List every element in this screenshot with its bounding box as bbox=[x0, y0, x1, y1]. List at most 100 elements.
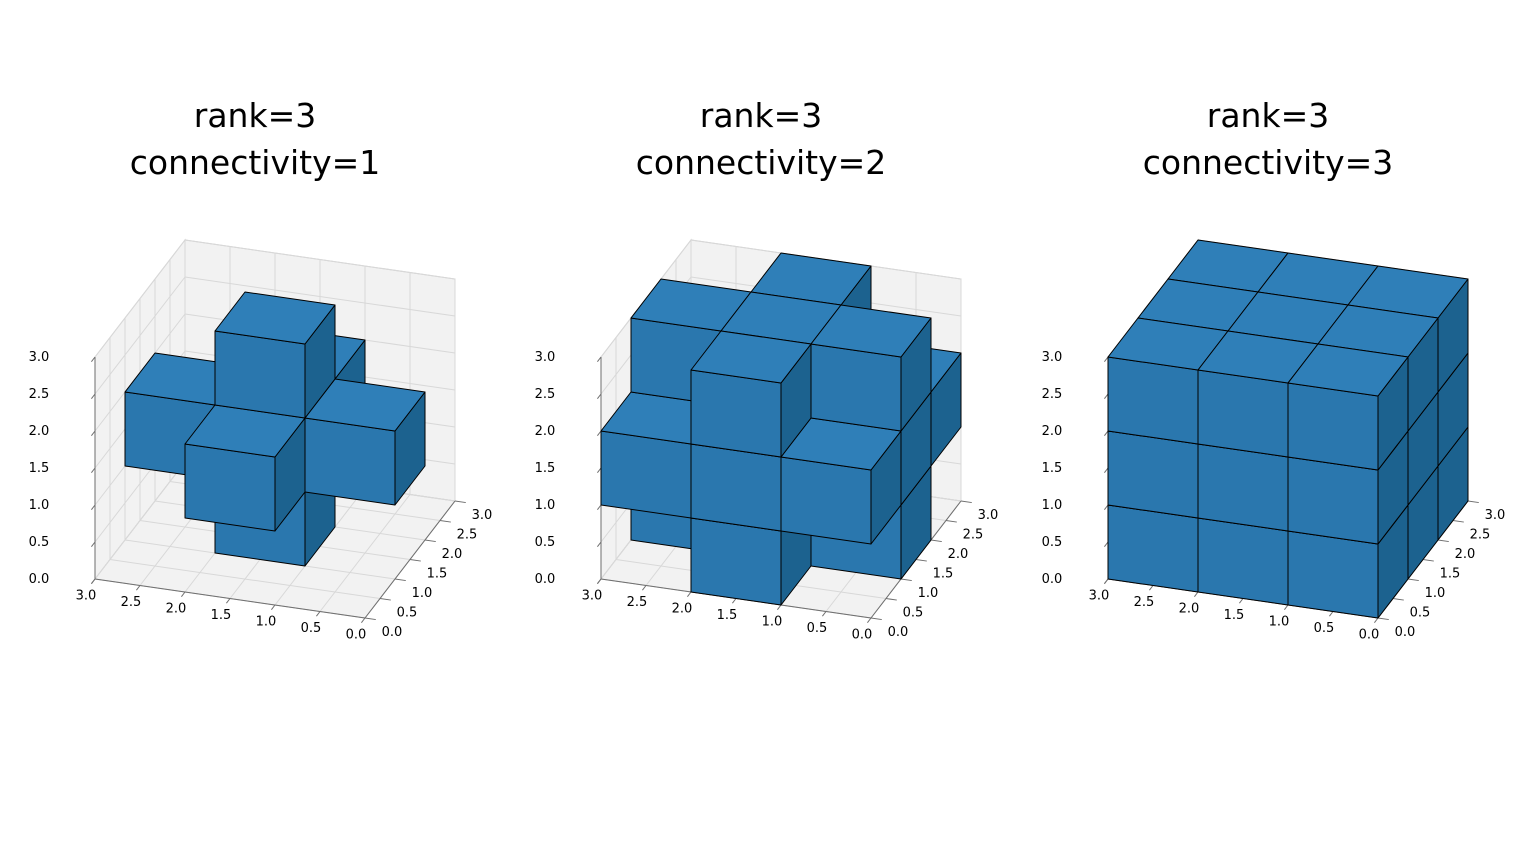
voxels bbox=[124, 291, 426, 567]
x-tick-label: 3.0 bbox=[582, 589, 603, 604]
voxel-face bbox=[1197, 517, 1289, 606]
subplot-connectivity-3: rank=3 connectivity=3 0.0 0.0 0.0 0.5 0.5 0.5… bbox=[1013, 0, 1525, 864]
plot-title-line1: rank=3 bbox=[1206, 96, 1330, 135]
y-tick-label: 1.5 bbox=[1440, 566, 1461, 581]
z-tick-label: 2.5 bbox=[29, 387, 50, 402]
x-tick-label: 0.5 bbox=[301, 621, 322, 636]
y-tick-label: 3.0 bbox=[978, 508, 999, 523]
y-tick-label: 1.5 bbox=[933, 566, 954, 581]
x-tick-label: 1.5 bbox=[1224, 608, 1245, 623]
voxel-face bbox=[1287, 382, 1379, 471]
z-tick-label: 0.5 bbox=[1042, 535, 1063, 550]
y-tick-label: 1.0 bbox=[412, 586, 433, 601]
z-tick-label: 0.5 bbox=[29, 535, 50, 550]
plot-title-line1: rank=3 bbox=[193, 96, 317, 135]
plot-title-line1: rank=3 bbox=[699, 96, 823, 135]
voxel-face bbox=[690, 369, 782, 458]
plot-title-line2: connectivity=3 bbox=[1142, 143, 1394, 182]
y-tick-label: 1.5 bbox=[427, 566, 448, 581]
x-tick-label: 2.5 bbox=[1134, 595, 1155, 610]
x-tick-label: 2.0 bbox=[672, 602, 693, 617]
voxel-face bbox=[184, 443, 276, 532]
y-tick-label: 2.0 bbox=[442, 547, 463, 562]
z-tick-label: 1.5 bbox=[1042, 461, 1063, 476]
x-tick-label: 1.5 bbox=[717, 608, 738, 623]
z-tick-label: 1.0 bbox=[535, 498, 556, 513]
y-tick-label: 0.5 bbox=[903, 605, 924, 620]
y-tick-label: 3.0 bbox=[1485, 508, 1506, 523]
voxel-face bbox=[690, 443, 782, 532]
voxel-face bbox=[304, 417, 396, 506]
voxel-face bbox=[780, 456, 872, 545]
z-tick-label: 0.0 bbox=[535, 572, 556, 587]
voxels bbox=[1107, 239, 1469, 619]
z-tick-label: 1.0 bbox=[1042, 498, 1063, 513]
z-tick-label: 3.0 bbox=[29, 350, 50, 365]
plot-title: rank=3 connectivity=1 bbox=[20, 92, 490, 186]
y-tick-label: 2.0 bbox=[1455, 547, 1476, 562]
tick-labels: 0.0 0.0 0.0 0.5 0.5 0.5 1.0 1.0 1.0 1.5 1.5 1.5 2.0 2… bbox=[1042, 350, 1506, 643]
voxel-face bbox=[1287, 456, 1379, 545]
z-tick-label: 3.0 bbox=[535, 350, 556, 365]
subplot-connectivity-2: rank=3 connectivity=2 0.0 0.0 0.0 0.5 0.5 0.5… bbox=[506, 0, 1018, 864]
voxel-face bbox=[1287, 530, 1379, 619]
voxel-face bbox=[1107, 504, 1199, 593]
voxel-face bbox=[690, 517, 782, 606]
y-tick-label: 0.5 bbox=[397, 605, 418, 620]
plot-title-line2: connectivity=2 bbox=[635, 143, 887, 182]
x-tick-label: 2.5 bbox=[121, 595, 142, 610]
voxel-face bbox=[1287, 343, 1409, 397]
voxel-face bbox=[214, 330, 306, 419]
z-tick-label: 3.0 bbox=[1042, 350, 1063, 365]
x-tick-label: 1.0 bbox=[762, 615, 783, 630]
z-tick-label: 0.0 bbox=[29, 572, 50, 587]
voxel-face bbox=[214, 291, 336, 345]
x-tick-label: 2.0 bbox=[1179, 602, 1200, 617]
z-tick-label: 0.0 bbox=[1042, 572, 1063, 587]
x-tick-label: 0.0 bbox=[1359, 628, 1380, 643]
x-tick-label: 3.0 bbox=[76, 589, 97, 604]
z-tick-label: 1.5 bbox=[535, 461, 556, 476]
x-tick-label: 0.0 bbox=[346, 628, 367, 643]
x-tick-label: 2.5 bbox=[627, 595, 648, 610]
tick-labels: 0.0 0.0 0.0 0.5 0.5 0.5 1.0 1.0 1.0 1.5 1.5 1.5 2.0 2… bbox=[535, 350, 999, 643]
z-tick-label: 2.5 bbox=[1042, 387, 1063, 402]
x-tick-label: 1.5 bbox=[211, 608, 232, 623]
z-tick-label: 2.0 bbox=[535, 424, 556, 439]
voxel-plot-canvas-3: 0.0 0.0 0.0 0.5 0.5 0.5 1.0 1.0 1.0 1.5 1.5 1.5 2.0 2… bbox=[1042, 238, 1506, 643]
x-tick-label: 0.0 bbox=[852, 628, 873, 643]
x-tick-label: 0.5 bbox=[1314, 621, 1335, 636]
plot-title-line2: connectivity=1 bbox=[129, 143, 381, 182]
voxel-face bbox=[1107, 430, 1199, 519]
x-tick-label: 1.0 bbox=[256, 615, 277, 630]
z-tick-label: 0.5 bbox=[535, 535, 556, 550]
z-tick-label: 2.0 bbox=[1042, 424, 1063, 439]
y-tick-label: 0.5 bbox=[1410, 605, 1431, 620]
y-tick-label: 2.5 bbox=[1470, 527, 1491, 542]
y-tick-label: 0.0 bbox=[888, 625, 909, 640]
y-tick-label: 2.0 bbox=[948, 547, 969, 562]
z-tick-label: 2.0 bbox=[29, 424, 50, 439]
plot-title: rank=3 connectivity=3 bbox=[1033, 92, 1503, 186]
x-tick-label: 2.0 bbox=[166, 602, 187, 617]
x-tick-label: 0.5 bbox=[807, 621, 828, 636]
y-tick-label: 1.0 bbox=[918, 586, 939, 601]
y-tick-label: 1.0 bbox=[1425, 586, 1446, 601]
z-tick-label: 1.5 bbox=[29, 461, 50, 476]
voxel-face bbox=[600, 430, 692, 519]
x-tick-label: 1.0 bbox=[1269, 615, 1290, 630]
plot-title: rank=3 connectivity=2 bbox=[526, 92, 996, 186]
y-tick-label: 2.5 bbox=[963, 527, 984, 542]
voxel-face bbox=[1107, 356, 1199, 445]
voxel-face bbox=[1197, 443, 1289, 532]
z-tick-label: 1.0 bbox=[29, 498, 50, 513]
voxel-face bbox=[810, 304, 932, 358]
z-tick-label: 2.5 bbox=[535, 387, 556, 402]
y-tick-label: 0.0 bbox=[1395, 625, 1416, 640]
voxel-face bbox=[1197, 369, 1289, 458]
y-tick-label: 3.0 bbox=[472, 508, 493, 523]
